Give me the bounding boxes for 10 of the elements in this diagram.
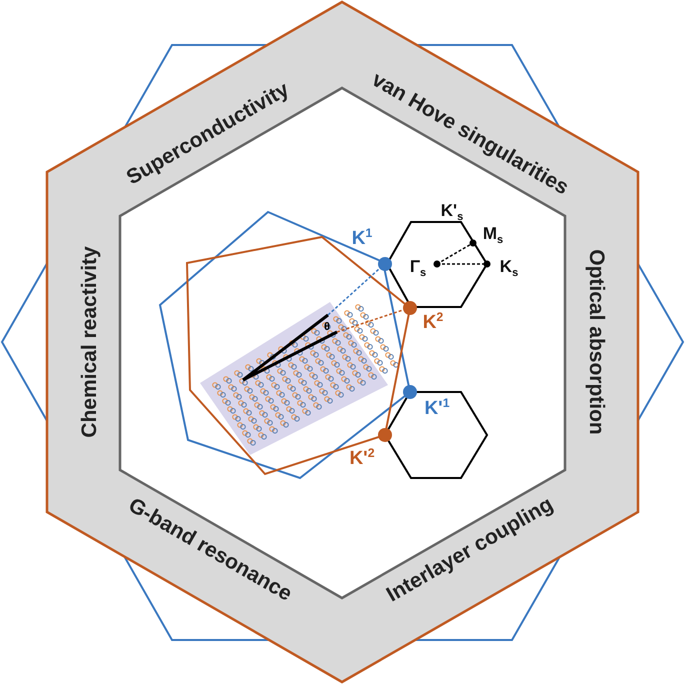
point-label: K$^{1}$ <box>352 226 372 250</box>
band-label: Optical absorption <box>584 249 608 435</box>
band-label: Chemical reactivity <box>78 246 102 438</box>
point-label: K$_{s}$ <box>500 256 518 280</box>
point-label: K'$^{2}$ <box>349 446 375 470</box>
point-label: K'$_{s}$ <box>440 200 464 224</box>
point-label: Γ$_{s}$ <box>410 256 426 280</box>
point-label: K$^{2}$ <box>422 310 444 334</box>
point-label: K'$^{1}$ <box>424 396 450 420</box>
point-label: M$_{s}$ <box>482 224 504 246</box>
